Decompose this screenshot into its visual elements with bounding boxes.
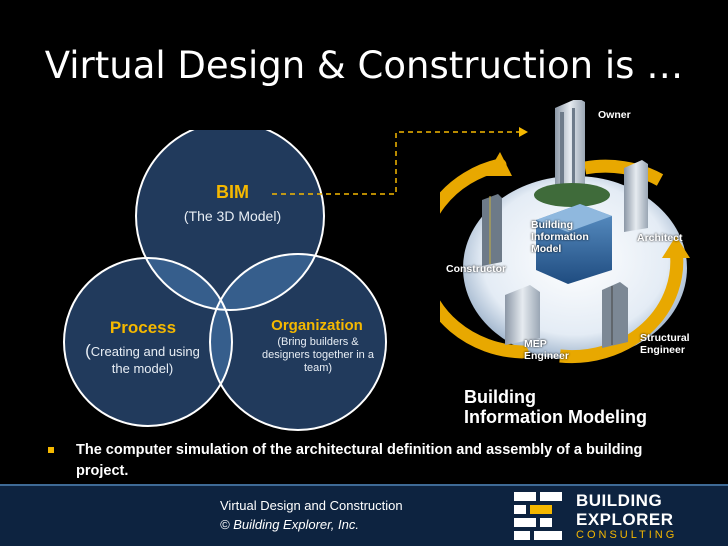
logo-text-consulting: CONSULTING [576,529,678,541]
process-subtitle: (Creating and using the model) [85,341,200,376]
overlap-bim-organization [210,254,324,310]
organization-label: Organization [271,317,363,334]
venn-diagram [63,130,387,431]
organization-subtitle: (Bring builders & designers together in … [262,336,374,374]
footer-line-1: Virtual Design and Construction [220,498,403,513]
bullet-text: The computer simulation of the architect… [76,442,643,479]
owner-label: Owner [598,109,631,121]
logo-text-building: BUILDING [576,491,663,510]
bim-subtitle: (The 3D Model) [183,208,282,224]
bim-label: BIM [216,182,249,202]
bim-caption: Building Information Modeling [464,387,647,427]
architect-label: Architect [637,232,683,244]
bullet-square-icon [48,447,54,453]
mep-engineer-label: MEP Engineer [524,338,569,362]
logo-text-explorer: EXPLORER [576,510,674,529]
cycle-arrow [440,158,529,359]
process-label: Process [109,318,177,337]
building-information-model-label: Building Information Model [531,219,589,255]
constructor-label: Constructor [446,263,507,275]
structural-engineer-label: Structural Engineer [640,332,690,356]
slide-title: Virtual Design & Construction is … [44,44,684,87]
footer-bar: Virtual Design and Construction © Buildi… [0,484,728,546]
bim-cycle-graphic [440,100,690,364]
building-explorer-logo-icon [514,492,562,540]
footer-line-2: © Building Explorer, Inc. [220,517,359,532]
